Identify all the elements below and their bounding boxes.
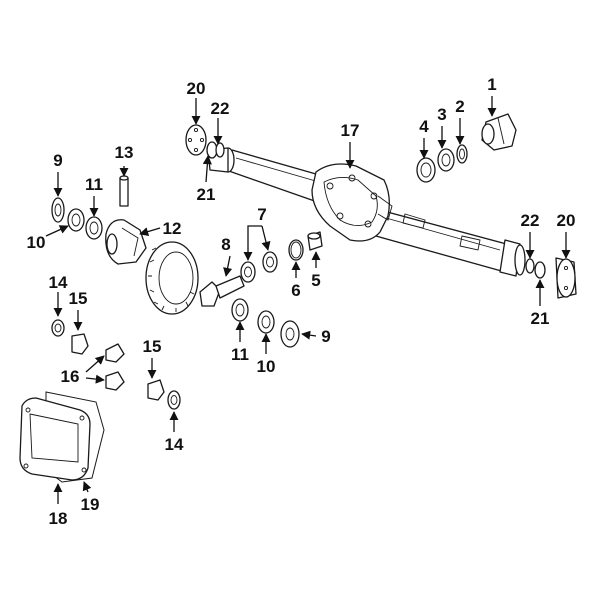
callout-6: 6 bbox=[291, 281, 300, 300]
callout-2: 2 bbox=[455, 97, 464, 116]
drive-pinion bbox=[199, 275, 245, 307]
callout-5: 5 bbox=[311, 271, 320, 290]
callout-22-left: 22 bbox=[211, 99, 230, 118]
callout-12: 12 bbox=[163, 219, 182, 238]
axle-seal-left bbox=[215, 142, 225, 158]
callout-21-right: 21 bbox=[531, 309, 550, 328]
differential-cover bbox=[19, 397, 91, 481]
callout-14-bottom: 14 bbox=[165, 435, 184, 454]
callout-18: 18 bbox=[49, 509, 68, 528]
callout-14-top: 14 bbox=[49, 273, 68, 292]
leader-lines bbox=[45, 96, 571, 504]
callout-10-right: 10 bbox=[257, 357, 276, 376]
callout-15-top: 15 bbox=[69, 289, 88, 308]
callout-4: 4 bbox=[419, 117, 429, 136]
carrier-shim-right bbox=[280, 320, 300, 348]
callout-10-left: 10 bbox=[27, 233, 46, 252]
callout-labels: 1 2 3 4 5 6 7 8 9 9 10 10 11 11 12 13 14… bbox=[27, 75, 576, 528]
callout-21-left: 21 bbox=[197, 185, 216, 204]
callout-19: 19 bbox=[81, 495, 100, 514]
pinion-bearing-race bbox=[416, 157, 436, 183]
axle-flange-left bbox=[185, 124, 207, 156]
callout-8: 8 bbox=[221, 235, 230, 254]
pinion-bearing-inner-left bbox=[240, 261, 256, 283]
callout-11-left: 11 bbox=[85, 175, 103, 194]
pinion-bearing-outer bbox=[437, 148, 455, 172]
callout-15-bottom: 15 bbox=[143, 337, 162, 356]
pinion-shim bbox=[288, 239, 304, 261]
callout-22-right: 22 bbox=[521, 211, 540, 230]
callout-13: 13 bbox=[115, 143, 134, 162]
companion-flange bbox=[481, 113, 517, 151]
axle-housing bbox=[207, 147, 526, 277]
pinion-gear-upper bbox=[105, 343, 125, 363]
axle-flange-right bbox=[555, 257, 577, 299]
collapsible-spacer bbox=[307, 231, 323, 251]
thrust-washer-bottom bbox=[167, 390, 181, 410]
carrier-bearing-race-left bbox=[67, 208, 85, 232]
callout-9-left: 9 bbox=[53, 151, 62, 170]
callout-20-left: 20 bbox=[187, 79, 206, 98]
side-gear-top bbox=[71, 333, 89, 355]
carrier-bearing-left bbox=[85, 216, 103, 240]
pinion-shaft bbox=[119, 175, 129, 207]
callout-3: 3 bbox=[437, 105, 446, 124]
callout-7: 7 bbox=[257, 205, 266, 224]
pinion-gear-lower bbox=[105, 371, 125, 391]
side-gear-bottom bbox=[147, 379, 165, 401]
differential-case bbox=[105, 219, 147, 265]
callout-11-right: 11 bbox=[231, 345, 249, 364]
pinion-seal bbox=[456, 144, 468, 164]
carrier-bearing-right bbox=[231, 298, 249, 322]
pinion-bearing-inner-right bbox=[262, 251, 278, 273]
callout-17: 17 bbox=[341, 121, 360, 140]
axle-seal-right bbox=[525, 258, 535, 274]
callout-16: 16 bbox=[61, 367, 80, 386]
callout-20-right: 20 bbox=[557, 211, 576, 230]
callout-9-right: 9 bbox=[321, 327, 330, 346]
carrier-bearing-race-right bbox=[257, 310, 275, 334]
carrier-shim-left bbox=[51, 197, 65, 223]
callout-1: 1 bbox=[487, 75, 496, 94]
ring-gear bbox=[145, 241, 199, 315]
thrust-washer-top bbox=[51, 319, 65, 337]
axle-bearing-right bbox=[534, 261, 546, 279]
